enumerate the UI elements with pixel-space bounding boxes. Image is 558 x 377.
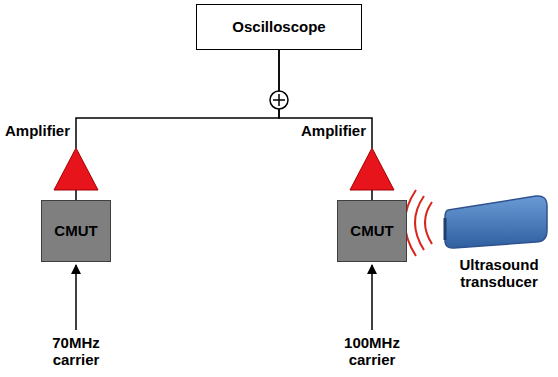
signal-wire xyxy=(371,190,373,200)
ultrasound-waves xyxy=(405,190,432,256)
carrier-arrow xyxy=(76,265,372,330)
box-label: CMUT xyxy=(54,222,97,239)
signal-wire xyxy=(75,190,77,200)
summing-junction xyxy=(270,91,288,109)
signal-label: 70MHz carrier xyxy=(31,334,121,369)
cmut-box: CMUT xyxy=(337,200,407,262)
instrument-box: Oscilloscope xyxy=(196,4,362,50)
amplifier-triangle: Amplifier xyxy=(54,148,98,190)
signal-label: 100MHz carrier xyxy=(327,334,417,369)
amplifier-label: Amplifier xyxy=(5,122,70,139)
transducer-symbol xyxy=(440,192,550,252)
transducer-face xyxy=(444,218,447,240)
signal-wire xyxy=(76,50,279,148)
box-label: Oscilloscope xyxy=(232,18,325,35)
transducer-label: Ultrasound transducer xyxy=(449,256,549,291)
cmut-box: CMUT xyxy=(41,200,111,262)
amplifier-symbol xyxy=(54,148,98,190)
transducer-probe: Ultrasound transducer xyxy=(440,192,550,252)
amplifier-symbol xyxy=(350,148,394,190)
box-label: CMUT xyxy=(350,222,393,239)
amplifier-triangle xyxy=(54,148,98,190)
signal-wire xyxy=(279,50,372,148)
amplifier-label: Amplifier xyxy=(301,122,366,139)
transducer-body xyxy=(445,196,547,248)
amplifier-triangle xyxy=(350,148,394,190)
amplifier-triangle: Amplifier xyxy=(350,148,394,190)
